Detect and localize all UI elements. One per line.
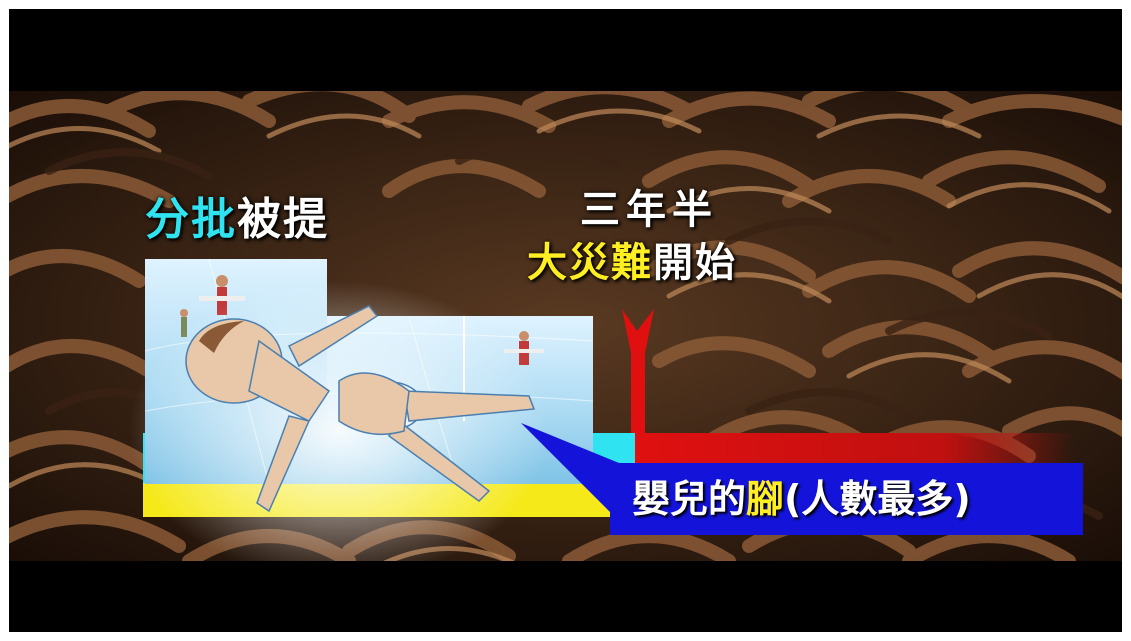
timeline-red-segment (635, 433, 1075, 463)
banner-text-part1: 嬰兒的 (632, 477, 747, 521)
right-title-line1: 三年半 (580, 187, 718, 233)
banner-text-part3: (人數最多) (784, 477, 971, 521)
left-title-rest: 被提 (237, 194, 329, 245)
timeline-graphic (129, 258, 1075, 561)
banner-text-highlight: 腳 (746, 477, 785, 521)
right-title-rest: 開始 (653, 240, 737, 286)
right-title-line2: 大災難開始 (527, 243, 737, 283)
left-title-highlight: 分批 (145, 194, 237, 245)
video-scene: 分批被提 三年半 大災難開始 嬰兒的腳(人數最多) (9, 91, 1122, 561)
left-title: 分批被提 (145, 198, 329, 242)
rapture-illustration (129, 258, 594, 561)
red-arrow-marker (622, 309, 654, 433)
info-banner: 嬰兒的腳(人數最多) (610, 463, 1083, 535)
video-frame: 分批被提 三年半 大災難開始 嬰兒的腳(人數最多) (9, 9, 1122, 632)
right-title-highlight: 大災難 (527, 240, 653, 286)
banner-pointer (521, 423, 619, 521)
